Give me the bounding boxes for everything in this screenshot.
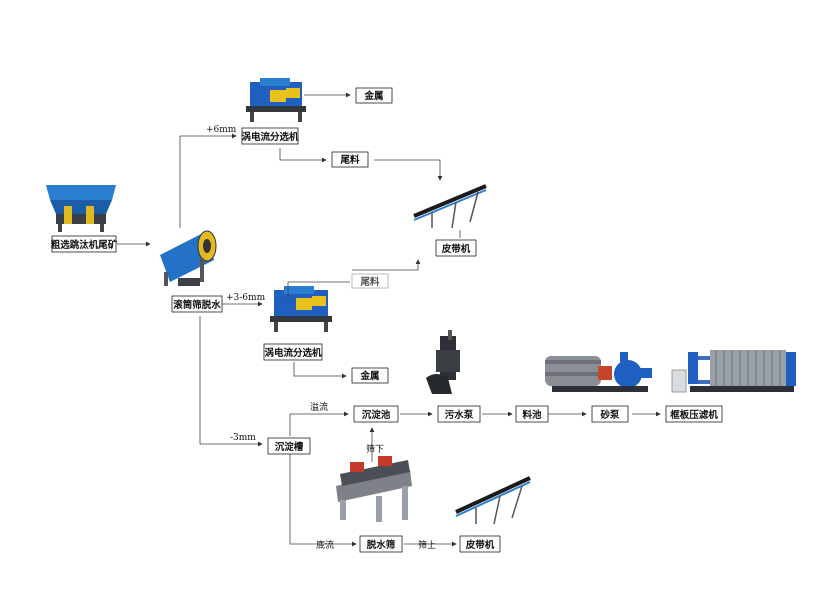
- filter-press-icon: [671, 350, 796, 393]
- node-settling-pond: 沉淀池: [353, 405, 399, 423]
- node-tailings-mid: 尾料: [351, 273, 389, 289]
- node-jig-tailings: 粗选跳汰机尾矿: [51, 235, 118, 253]
- edge-label-overflow: 溢流: [310, 401, 328, 413]
- node-sand-pump: 砂泵: [591, 405, 629, 423]
- connector-lines: [114, 92, 661, 547]
- svg-text:金属: 金属: [359, 370, 379, 382]
- node-metal-lower: 金属: [351, 367, 389, 384]
- node-filter-press: 框板压滤机: [665, 405, 723, 423]
- edge-label-undersize: 筛下: [366, 443, 384, 455]
- edge-label-plus3-6: +3-6mm: [226, 293, 266, 303]
- dewatering-screen-icon: [336, 456, 412, 522]
- edge-label-plus6: +6mm: [206, 125, 237, 135]
- belt-conveyor-bottom-icon: [455, 476, 531, 525]
- node-belt-right: 皮带机: [435, 239, 477, 257]
- node-tailings-upper: 尾料: [331, 151, 369, 168]
- edge-label-oversize: 筛上: [418, 539, 436, 551]
- svg-text:粗选跳汰机尾矿: 粗选跳汰机尾矿: [51, 239, 118, 251]
- node-settling-tank: 沉淀槽: [267, 437, 311, 455]
- svg-text:尾料: 尾料: [359, 276, 380, 288]
- svg-text:污水泵: 污水泵: [445, 409, 474, 421]
- svg-text:沉淀槽: 沉淀槽: [275, 441, 304, 453]
- svg-text:砂泵: 砂泵: [600, 409, 620, 421]
- node-slurry-pond: 料池: [515, 405, 549, 423]
- trommel-screen-icon: [160, 230, 217, 286]
- node-eddy-upper: 涡电流分选机: [241, 127, 299, 145]
- svg-text:脱水筛: 脱水筛: [367, 539, 396, 551]
- jig-machine-icon: [46, 185, 116, 232]
- eddy-current-separator-lower-icon: [270, 286, 332, 332]
- svg-text:涡电流分选机: 涡电流分选机: [241, 131, 299, 143]
- svg-text:皮带机: 皮带机: [441, 243, 471, 255]
- edge-label-minus3: -3mm: [230, 433, 256, 443]
- svg-text:尾料: 尾料: [339, 154, 360, 166]
- node-belt-bottom: 皮带机: [459, 535, 501, 553]
- svg-text:金属: 金属: [363, 90, 383, 102]
- node-dewater-screen: 脱水筛: [359, 535, 403, 553]
- node-sewage-pump: 污水泵: [437, 405, 481, 423]
- eddy-current-separator-upper-icon: [246, 78, 306, 122]
- svg-text:涡电流分选机: 涡电流分选机: [264, 347, 322, 359]
- node-trommel: 滚筒筛脱水: [171, 295, 223, 313]
- svg-text:沉淀池: 沉淀池: [362, 409, 391, 421]
- svg-text:滚筒筛脱水: 滚筒筛脱水: [173, 299, 221, 311]
- edge-label-underflow: 底流: [316, 539, 334, 551]
- node-metal-upper: 金属: [355, 87, 393, 104]
- node-eddy-lower: 涡电流分选机: [263, 343, 323, 361]
- sand-pump-icon: [545, 352, 652, 392]
- svg-text:框板压滤机: 框板压滤机: [670, 409, 718, 421]
- svg-text:料池: 料池: [522, 409, 542, 421]
- belt-conveyor-right-icon: [413, 184, 487, 229]
- svg-text:皮带机: 皮带机: [465, 539, 495, 551]
- sewage-pump-icon: [426, 330, 460, 394]
